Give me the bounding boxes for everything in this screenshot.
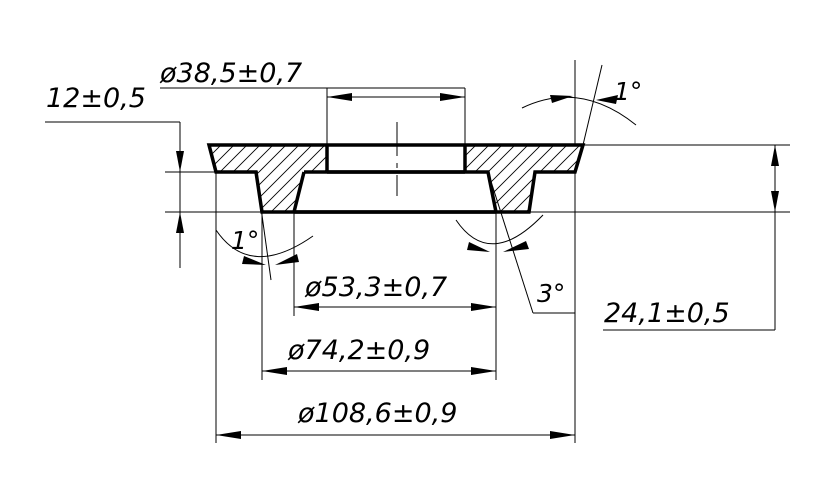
hatch-line bbox=[465, 145, 495, 212]
dim-dia-74: ø74,2±0,9 bbox=[262, 335, 496, 375]
hatch-line bbox=[301, 145, 327, 212]
hatch-line bbox=[375, 140, 455, 220]
hatch-line bbox=[465, 145, 482, 212]
label-dia-74: ø74,2±0,9 bbox=[287, 335, 430, 366]
dim-height-24: 24,1±0,5 bbox=[603, 145, 779, 331]
hatch-line bbox=[328, 140, 408, 220]
hatch-line bbox=[275, 145, 327, 212]
hatch-line bbox=[556, 145, 583, 212]
label-angle-top: 1° bbox=[614, 77, 642, 106]
hatch-line bbox=[582, 145, 583, 212]
hatch-line bbox=[249, 145, 327, 212]
label-dia-38: ø38,5±0,7 bbox=[159, 58, 302, 89]
hatch-line bbox=[491, 145, 573, 212]
angle-left: 1° bbox=[215, 226, 314, 265]
extension-lines bbox=[165, 60, 790, 443]
hatch-right bbox=[375, 140, 583, 220]
label-angle-right: 3° bbox=[537, 279, 565, 308]
hatch-line bbox=[465, 145, 521, 212]
dim-height-12: 12±0,5 bbox=[45, 83, 184, 268]
label-height-24: 24,1±0,5 bbox=[604, 298, 730, 329]
hatch-line bbox=[209, 145, 240, 212]
hatch-line bbox=[209, 145, 266, 212]
angle-right: 3° bbox=[455, 214, 565, 308]
hatch-line bbox=[465, 145, 469, 212]
hatch-line bbox=[210, 145, 292, 212]
dim-dia-108: ø108,6±0,9 bbox=[216, 398, 575, 439]
hatch-line bbox=[120, 140, 200, 220]
dim-dia-53: ø53,3±0,7 bbox=[294, 272, 496, 311]
dim-dia-38: ø38,5±0,7 bbox=[159, 58, 465, 101]
label-dia-53: ø53,3±0,7 bbox=[304, 272, 447, 303]
angle-top: 1° bbox=[521, 77, 642, 126]
hatch-line bbox=[209, 145, 227, 212]
hatch-line bbox=[223, 145, 305, 212]
hatch-line bbox=[530, 145, 583, 212]
hatch-left bbox=[120, 140, 408, 220]
hatch-line bbox=[543, 145, 583, 212]
hatch-line bbox=[236, 145, 318, 212]
hatch-line bbox=[209, 145, 214, 212]
hatch-line bbox=[504, 145, 583, 212]
label-angle-left: 1° bbox=[231, 226, 259, 255]
label-dia-108: ø108,6±0,9 bbox=[297, 398, 457, 429]
label-height-12: 12±0,5 bbox=[46, 83, 146, 114]
